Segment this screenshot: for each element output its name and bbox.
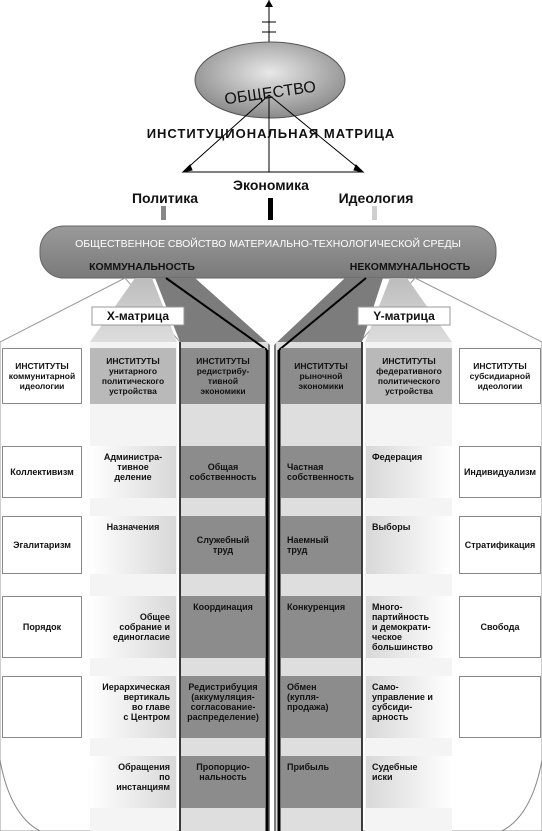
cell-federation: Федерация <box>366 446 452 498</box>
cell-egalitarianism: Эгалитаризм <box>2 516 82 574</box>
cell-lawsuits: Судебные иски <box>366 756 452 808</box>
noncommunality-label: НЕКОММУНАЛЬНОСТЬ <box>350 261 471 273</box>
cell-freedom: Свобода <box>459 596 541 658</box>
cell-redistribution: Редистрибуция (аккумуляция- согласование… <box>181 676 265 738</box>
politics-marker <box>161 206 166 220</box>
cell-administrative-division: Администра- тивное деление <box>90 446 176 498</box>
cell-profit: Прибыль <box>281 756 361 808</box>
cell-multiparty-democracy: Много- партийность и демократи- ческое б… <box>366 596 452 658</box>
cell-empty-left-4 <box>2 676 82 738</box>
cell-proportionality: Пропорцио- нальность <box>181 756 265 808</box>
cell-stratification: Стратификация <box>459 516 541 574</box>
ideology-marker <box>372 206 377 220</box>
cell-individualism: Индивидуализм <box>459 446 541 498</box>
y-matrix-label: Y-матрица <box>373 309 435 323</box>
cell-elections: Выборы <box>366 516 452 574</box>
header-subsidiary-ideology: ИНСТИТУТЫ субсидиарной идеологии <box>459 348 541 404</box>
cell-appeals-by-instance: Обращения по инстанциям <box>90 756 176 808</box>
economy-marker <box>268 198 273 220</box>
cell-hierarchical-vertical: Иерархическая вертикаль во главе с Центр… <box>90 676 176 738</box>
x-matrix-box <box>91 306 185 326</box>
bottom-right-arc <box>501 759 542 831</box>
header-unitary-politics: ИНСТИТУТЫ унитарного политического устро… <box>90 348 176 404</box>
communality-label: КОММУНАЛЬНОСТЬ <box>89 261 195 273</box>
y-politics-column <box>365 342 452 831</box>
x-politics-column <box>90 342 177 831</box>
society-ellipse <box>194 41 346 119</box>
environment-label: ОБЩЕСТВЕННОЕ СВОЙСТВО МАТЕРИАЛЬНО-ТЕХНОЛ… <box>75 237 461 250</box>
ideology-label: Идеология <box>339 190 414 206</box>
cell-common-property: Общая собственность <box>181 446 265 498</box>
x-matrix-label: Х-матрица <box>107 309 170 323</box>
matrix-triangle <box>181 94 365 173</box>
cell-self-government-subsidiarity: Само- управление и субсиди- арность <box>366 676 452 738</box>
matrix-label: ИНСТИТУЦИОНАЛЬНАЯ МАТРИЦА <box>147 126 396 141</box>
y-economy-column <box>276 342 362 831</box>
header-federative-politics: ИНСТИТУТЫ федеративного политического ус… <box>366 348 452 404</box>
cell-general-assembly-unanimity: Общее собрание и единогласие <box>90 596 176 658</box>
header-redistributive-economy: ИНСТИТУТЫ редистрибу- тивной экономики <box>181 348 265 404</box>
cell-coordination: Координация <box>181 596 265 658</box>
politics-label: Политика <box>132 190 198 206</box>
x-economy-column <box>180 342 268 831</box>
cell-private-property: Частная собственность <box>281 446 361 498</box>
cell-hired-labor: Наемный труд <box>281 516 361 574</box>
bottom-left-arc <box>0 759 41 831</box>
cell-service-labor: Служебный труд <box>181 516 265 574</box>
header-communitarian-ideology: ИНСТИТУТЫ коммунитарной идеологии <box>2 348 82 404</box>
central-axis <box>165 277 367 831</box>
cell-order: Порядок <box>2 596 82 658</box>
cell-appointments: Назначения <box>90 516 176 574</box>
cell-empty-right-4 <box>459 676 541 738</box>
cell-exchange: Обмен (купля- продажа) <box>281 676 361 738</box>
environment-bar <box>39 225 497 279</box>
economy-label: Экономика <box>233 177 309 193</box>
cell-competition: Конкуренция <box>281 596 361 658</box>
cell-collectivism: Коллективизм <box>2 446 82 498</box>
header-market-economy: ИНСТИТУТЫ рыночной экономики <box>281 348 361 404</box>
y-matrix-box <box>357 306 451 326</box>
